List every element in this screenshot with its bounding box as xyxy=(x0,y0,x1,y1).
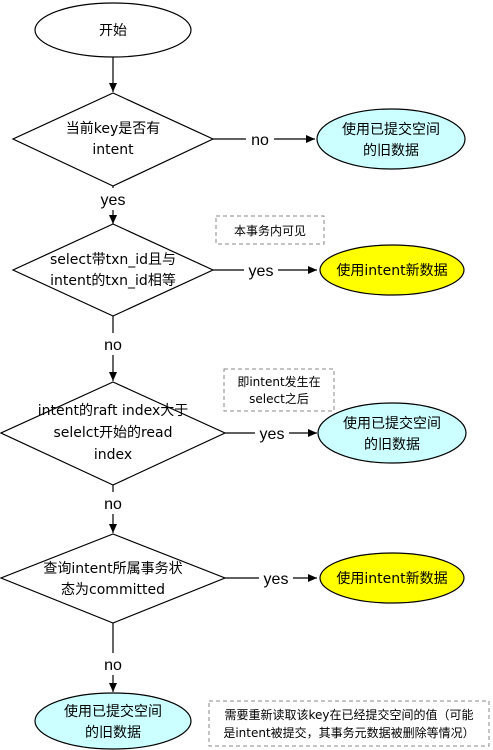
decision-txn-id-line2: intent的txn_id相等 xyxy=(50,272,176,289)
decision-committed-line1: 查询intent所属事务状 xyxy=(43,561,182,577)
edge-label-no-2: no xyxy=(104,337,122,354)
note-intent-after-select-line1: 即intent发生在 xyxy=(237,374,320,389)
result-old-data-3-line2: 的旧数据 xyxy=(85,725,141,741)
result-new-data-2-label: 使用intent新数据 xyxy=(336,570,447,587)
result-old-data-2-line1: 使用已提交空间 xyxy=(343,415,441,432)
decision-has-intent-line1: 当前key是否有 xyxy=(66,120,161,137)
note-reread-committed-line2: 是intent被提交，其事务元数据被删除等情况） xyxy=(223,725,474,740)
edge-label-yes-2: yes xyxy=(249,263,274,280)
note-intent-after-select-line2: select之后 xyxy=(249,392,309,406)
decision-raft-index-line1: intent的raft index大于 xyxy=(38,403,189,419)
note-reread-committed-line1: 需要重新读取该key在已经提交空间的值（可能 xyxy=(224,707,473,722)
decision-committed-line2: 态为committed xyxy=(61,582,165,598)
edge-label-yes-1: yes xyxy=(101,192,126,209)
result-old-data-3-line1: 使用已提交空间 xyxy=(64,703,162,720)
decision-raft-index-line2: selelct开始的read xyxy=(53,425,172,441)
decision-raft-index-line3: index xyxy=(94,447,132,463)
decision-has-intent-line2: intent xyxy=(92,142,134,158)
note-reread-committed: 需要重新读取该key在已经提交空间的值（可能 是intent被提交，其事务元数据… xyxy=(208,700,490,747)
edge-label-no-4: no xyxy=(104,657,122,674)
edge-label-no-3: no xyxy=(104,496,122,513)
result-new-data-1: 使用intent新数据 xyxy=(319,244,465,296)
start-node-label: 开始 xyxy=(99,23,127,39)
result-old-data-2: 使用已提交空间 的旧数据 xyxy=(317,402,467,464)
note-visible-in-txn-text: 本事务内可见 xyxy=(234,223,306,238)
result-old-data-1: 使用已提交空间 的旧数据 xyxy=(316,108,466,170)
start-node: 开始 xyxy=(34,2,192,58)
result-new-data-1-label: 使用intent新数据 xyxy=(336,262,447,279)
note-visible-in-txn: 本事务内可见 xyxy=(215,215,325,245)
edge-label-yes-3: yes xyxy=(260,426,285,443)
edge-labels: no yes yes no yes no yes no xyxy=(96,128,293,675)
result-old-data-2-line2: 的旧数据 xyxy=(364,437,420,453)
decision-committed: 查询intent所属事务状 态为committed xyxy=(0,533,227,624)
decision-raft-index: intent的raft index大于 selelct开始的read index xyxy=(0,381,227,486)
edge-label-yes-4: yes xyxy=(264,571,289,588)
result-old-data-3: 使用已提交空间 的旧数据 xyxy=(34,692,192,750)
result-new-data-2: 使用intent新数据 xyxy=(319,552,465,604)
note-intent-after-select: 即intent发生在 select之后 xyxy=(223,368,335,412)
edge-label-no-1: no xyxy=(251,132,269,149)
decision-txn-id: select带txn_id且与 intent的txn_id相等 xyxy=(11,223,215,317)
decision-has-intent: 当前key是否有 intent xyxy=(11,92,215,187)
decision-txn-id-line1: select带txn_id且与 xyxy=(50,252,176,268)
result-old-data-1-line2: 的旧数据 xyxy=(363,143,419,159)
result-old-data-1-line1: 使用已提交空间 xyxy=(342,121,440,138)
